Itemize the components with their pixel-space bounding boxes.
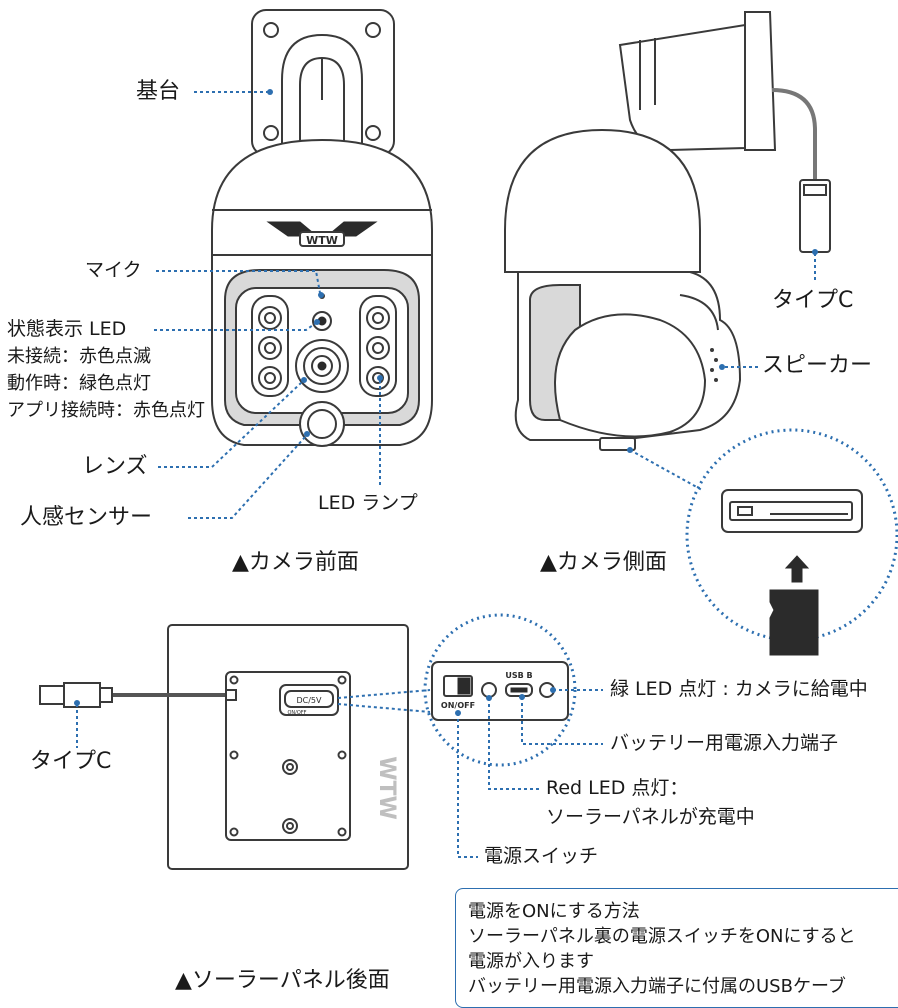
label-status-app: アプリ接続時：赤色点灯 — [7, 400, 205, 421]
panel-logo: WTW — [374, 756, 399, 820]
info-box: 電源をONにする方法 ソーラーパネル裏の電源スイッチをONにすると 電源が入りま… — [455, 888, 898, 1008]
info-line-2: 電源が入ります — [468, 951, 594, 972]
label-type-c-panel: タイプC — [30, 749, 112, 774]
label-red-led-1: Red LED 点灯： — [546, 777, 689, 799]
label-battery-port: バッテリー用電源入力端子 — [610, 732, 839, 754]
label-red-led-2: ソーラーパネルが充電中 — [546, 806, 755, 828]
dc-port-label: DC/5V — [296, 696, 322, 705]
label-status-led: 状態表示 LED — [7, 318, 127, 340]
label-green-led: 緑 LED 点灯 : カメラに給電中 — [610, 678, 868, 700]
label-speaker: スピーカー — [762, 353, 873, 378]
info-line-1: ソーラーパネル裏の電源スイッチをONにすると — [468, 926, 856, 947]
label-base: 基台 — [136, 79, 181, 104]
label-lens: レンズ — [82, 454, 148, 479]
leader-lines — [74, 89, 818, 858]
caption-camera-side: ▲カメラ側面 — [540, 550, 667, 575]
label-status-operating: 動作時：緑色点灯 — [7, 373, 151, 394]
caption-camera-front: ▲カメラ前面 — [232, 550, 359, 575]
label-power-switch: 電源スイッチ — [484, 845, 599, 867]
usb-b-label: USB B — [505, 671, 532, 680]
solar-panel-back: WTW DC/5V ON/OFF ON/OFF USB B — [39, 613, 577, 870]
caption-panel-back: ▲ソーラーパネル後面 — [175, 968, 390, 993]
label-pir-sensor: 人感センサー — [20, 505, 153, 530]
dc-onoff-label: ON/OFF — [287, 710, 306, 716]
switch-onoff-label: ON/OFF — [441, 701, 475, 710]
info-title: 電源をONにする方法 — [468, 901, 640, 922]
label-led-lamp: LED ランプ — [318, 492, 418, 514]
label-type-c-camera: タイプC — [772, 288, 854, 313]
label-mic: マイク — [85, 259, 142, 281]
camera-side — [504, 11, 898, 656]
camera-logo: WTW — [306, 234, 338, 247]
info-line-3: バッテリー用電源入力端子に付属のUSBケーブ — [468, 976, 846, 997]
label-status-disconnected: 未接続：赤色点滅 — [7, 346, 151, 367]
camera-front: WTW — [211, 9, 433, 447]
